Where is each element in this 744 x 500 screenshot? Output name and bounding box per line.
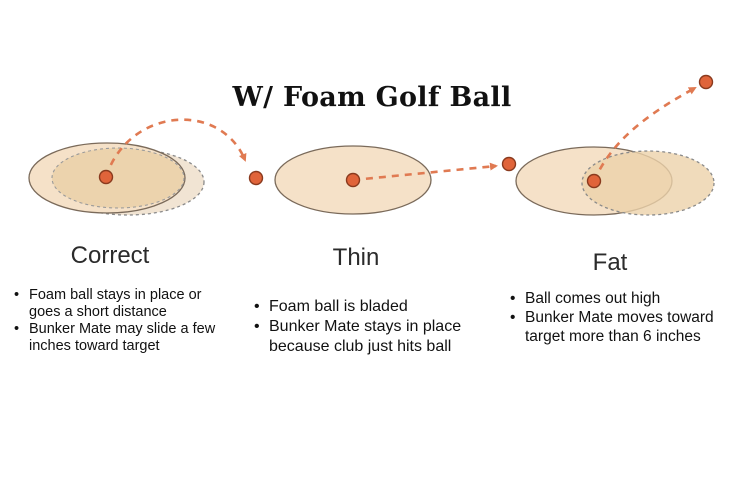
thin-bullet-1: Foam ball is bladed — [254, 297, 482, 317]
thin-bullet-2: Bunker Mate stays in place because club … — [254, 317, 482, 357]
thin-ball-end — [501, 156, 517, 172]
thin-trajectory — [352, 162, 498, 182]
correct-bullet-2: Bunker Mate may slide a few inches towar… — [14, 321, 224, 355]
fat-ball-end — [698, 74, 714, 90]
correct-illustration — [28, 118, 264, 216]
fat-bullet-1: Ball comes out high — [510, 289, 742, 308]
correct-mat-shifted — [51, 147, 185, 209]
correct-bullet-1: Foam ball stays in place or goes a short… — [14, 287, 224, 321]
label-thin: Thin — [332, 244, 380, 271]
fat-bullets: Ball comes out high Bunker Mate moves to… — [510, 289, 742, 346]
thin-bullets: Foam ball is bladed Bunker Mate stays in… — [254, 297, 482, 357]
fat-bullet-2: Bunker Mate moves toward target more tha… — [510, 308, 742, 346]
correct-bullets: Foam ball stays in place or goes a short… — [14, 287, 224, 355]
fat-ball-start — [586, 173, 602, 189]
thin-illustration — [274, 145, 517, 215]
label-fat: Fat — [592, 249, 628, 276]
label-correct: Correct — [70, 242, 150, 269]
fat-trajectory — [592, 86, 697, 182]
correct-trajectory — [104, 118, 247, 178]
fat-mat-moved — [581, 150, 715, 216]
thin-ball-start — [345, 172, 361, 188]
correct-ball-end — [248, 170, 264, 186]
correct-ball-start — [98, 169, 114, 185]
fat-illustration — [515, 74, 715, 216]
diagram-title: W/ Foam Golf Ball — [232, 82, 512, 113]
